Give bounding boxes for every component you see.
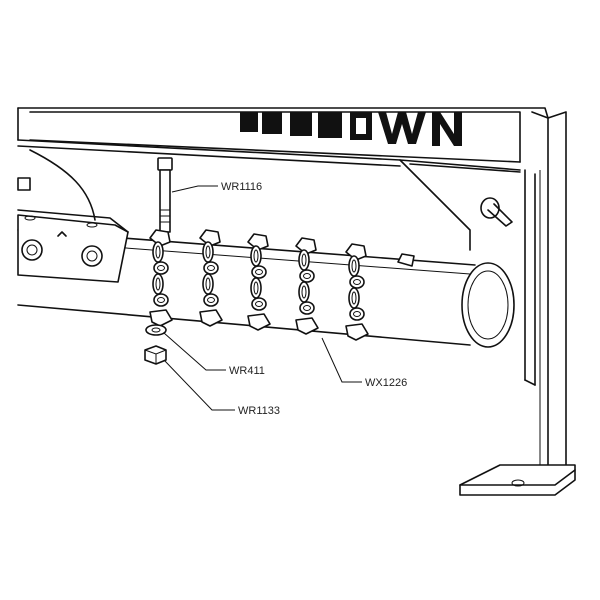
chain-link-assembly — [345, 243, 369, 341]
housing-frame — [17, 107, 576, 496]
leader-lines — [163, 185, 362, 411]
washer-wr411 — [145, 324, 167, 336]
chain-tab — [397, 253, 415, 267]
callout-nut: WR1133 — [238, 405, 280, 417]
chain-link-assembly — [247, 233, 271, 331]
chain-link-assembly — [199, 229, 223, 327]
bolt-wr1116 — [157, 157, 173, 233]
callout-washer: WR411 — [229, 365, 265, 377]
chain-link-assembly — [295, 237, 319, 335]
logo-lettering — [240, 112, 462, 146]
callout-chain: WX1226 — [365, 377, 407, 389]
nut-wr1133 — [144, 345, 167, 365]
chain-link-assembly — [149, 229, 173, 327]
left-bracket — [17, 149, 129, 283]
callout-bolt: WR1116 — [221, 181, 262, 193]
post-bolt-icon — [480, 197, 513, 227]
chain-group — [149, 229, 369, 341]
